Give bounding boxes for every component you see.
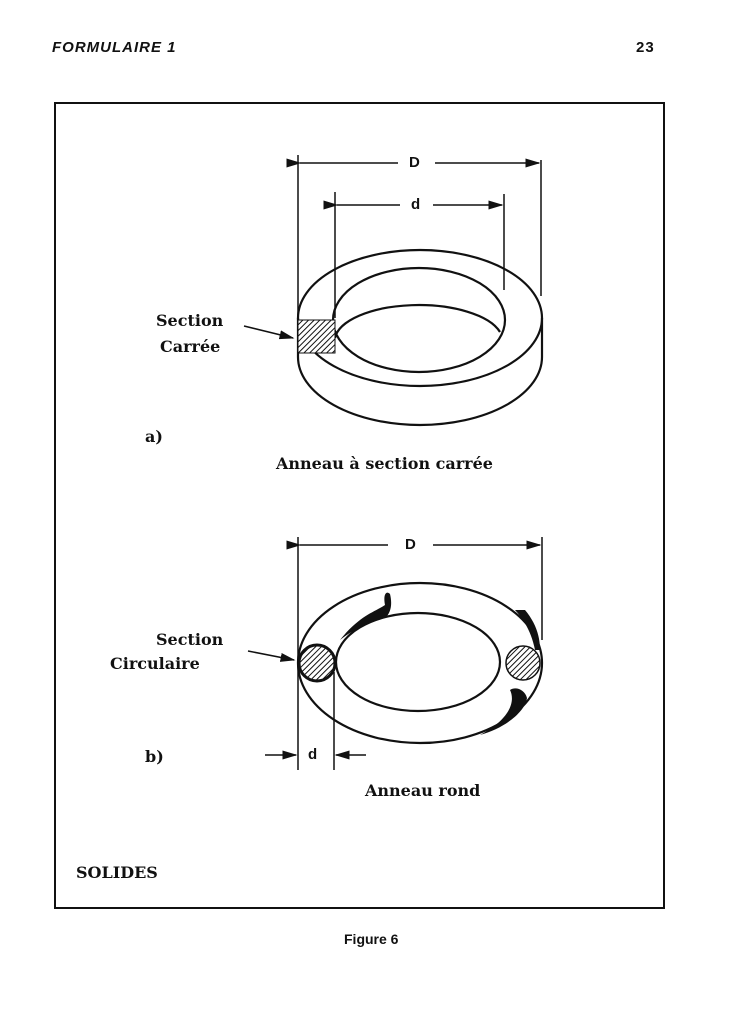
dimension-lines-b bbox=[247, 537, 543, 770]
part-b-label: b) bbox=[145, 747, 164, 766]
dimension-lines-a bbox=[243, 155, 542, 340]
circular-section-right bbox=[505, 645, 541, 681]
figure-frame bbox=[54, 102, 665, 909]
circular-section-left bbox=[297, 643, 337, 683]
section-label-a-line2: Carrée bbox=[160, 337, 221, 356]
category-label: SOLIDES bbox=[76, 863, 158, 882]
square-section-hatch bbox=[297, 319, 336, 354]
page-number: 23 bbox=[636, 39, 655, 56]
figure-caption: Figure 6 bbox=[344, 931, 399, 947]
part-a-label: a) bbox=[145, 427, 163, 446]
section-label-b-line1: Section bbox=[156, 630, 224, 649]
dimension-inner-diameter-b: d bbox=[308, 746, 318, 763]
running-header-title: FORMULAIRE 1 bbox=[52, 39, 177, 56]
caption-a: Anneau à section carrée bbox=[276, 454, 493, 473]
ring-shading bbox=[340, 592, 540, 735]
dimension-outer-diameter-b: D bbox=[405, 536, 416, 553]
dimension-inner-diameter-a: d bbox=[411, 196, 421, 213]
dimension-outer-diameter-a: D bbox=[409, 154, 420, 171]
section-label-a-line1: Section bbox=[156, 311, 224, 330]
caption-b: Anneau rond bbox=[365, 781, 481, 800]
section-label-b-line2: Circulaire bbox=[110, 654, 200, 673]
